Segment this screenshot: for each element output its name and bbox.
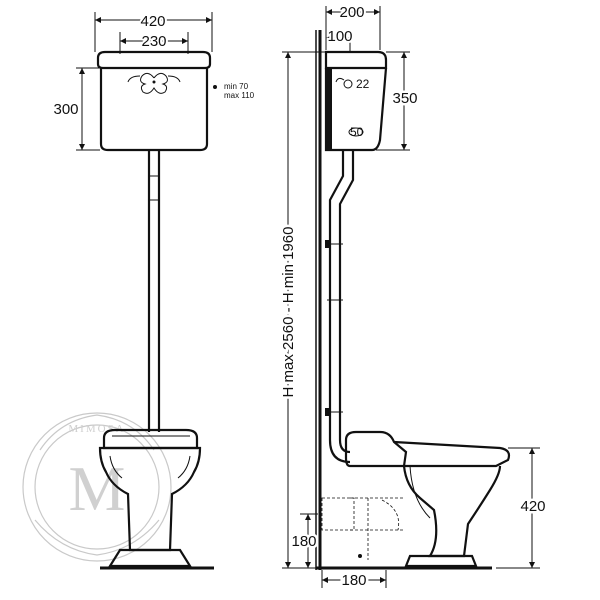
dim-outlet-distance: 180 — [341, 572, 366, 589]
dim-wall-offset: 100 — [327, 28, 352, 45]
dim-cistern-side-height: 350 — [392, 90, 417, 107]
dim-cistern-depth: 200 — [339, 4, 364, 21]
dim-install-height: H max 2560 - H min 1960 — [280, 227, 297, 398]
side-view: 200 100 22 50 350 H — [278, 2, 549, 592]
dim-outlet-height: 180 — [291, 533, 316, 550]
water-inlet-dot — [213, 85, 217, 89]
water-inlet-note-max: max 110 — [224, 91, 255, 100]
watermark-logo: M MIMOSA — [22, 412, 172, 562]
dim-cistern-top-width: 230 — [141, 33, 166, 50]
water-inlet-note-min: min 70 — [224, 82, 249, 91]
front-view: 420 230 300 min 70 max 110 — [51, 11, 255, 570]
dim-cistern-height: 300 — [53, 101, 78, 118]
dim-pipe-diameter: 50 — [350, 125, 364, 139]
dim-inlet-diameter: 22 — [356, 77, 370, 91]
watermark-letter: M — [69, 453, 126, 524]
dim-bowl-height: 420 — [520, 498, 545, 515]
dim-cistern-width: 420 — [140, 13, 165, 30]
watermark-text: MIMOSA — [68, 423, 125, 435]
cistern-ornament — [127, 72, 181, 94]
